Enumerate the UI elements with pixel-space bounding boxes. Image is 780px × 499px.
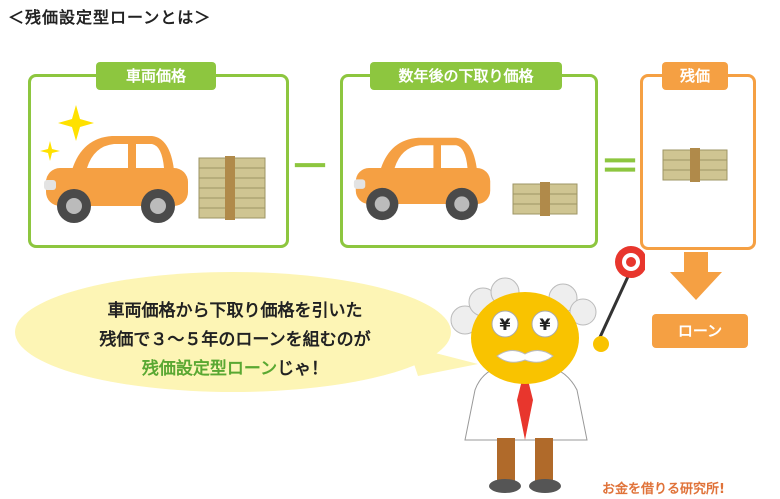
eye-yen-left: ¥ — [499, 315, 510, 334]
brand-text: お金を借りる研究所! — [602, 482, 725, 497]
brand-logo: お金を借りる研究所! — [602, 478, 725, 497]
car-icon — [353, 137, 491, 221]
bubble-text-line-3: 残価設定型ローンじゃ！ — [40, 354, 430, 379]
equals-operator: ＝ — [600, 144, 640, 190]
cash-stack-icon — [662, 148, 728, 182]
arrow-down-icon — [670, 252, 722, 300]
professor-character: ¥ ¥ — [450, 246, 645, 493]
cash-stack-icon — [198, 156, 266, 220]
cash-stack-icon — [512, 182, 578, 216]
car-icon — [44, 136, 188, 223]
bubble-text-line-1: 車両価格から下取り価格を引いた — [107, 301, 363, 321]
trade-in-label: 数年後の下取り価格 — [370, 62, 562, 90]
loan-label: ローン — [652, 314, 748, 348]
residual-label: 残価 — [662, 62, 728, 90]
page-title: ＜残価設定型ローンとは＞ — [8, 8, 212, 27]
speech-bubble — [15, 272, 478, 392]
eye-yen-right: ¥ — [539, 315, 550, 334]
bubble-text-line-2: 残価で３～５年のローンを組むのが — [99, 330, 371, 350]
bubble-rest: じゃ！ — [277, 359, 329, 379]
minus-operator: － — [290, 144, 330, 190]
sparkle-icon — [40, 105, 94, 161]
vehicle-price-label: 車両価格 — [96, 62, 216, 90]
bubble-highlight: 残価設定型ローン — [141, 359, 278, 379]
